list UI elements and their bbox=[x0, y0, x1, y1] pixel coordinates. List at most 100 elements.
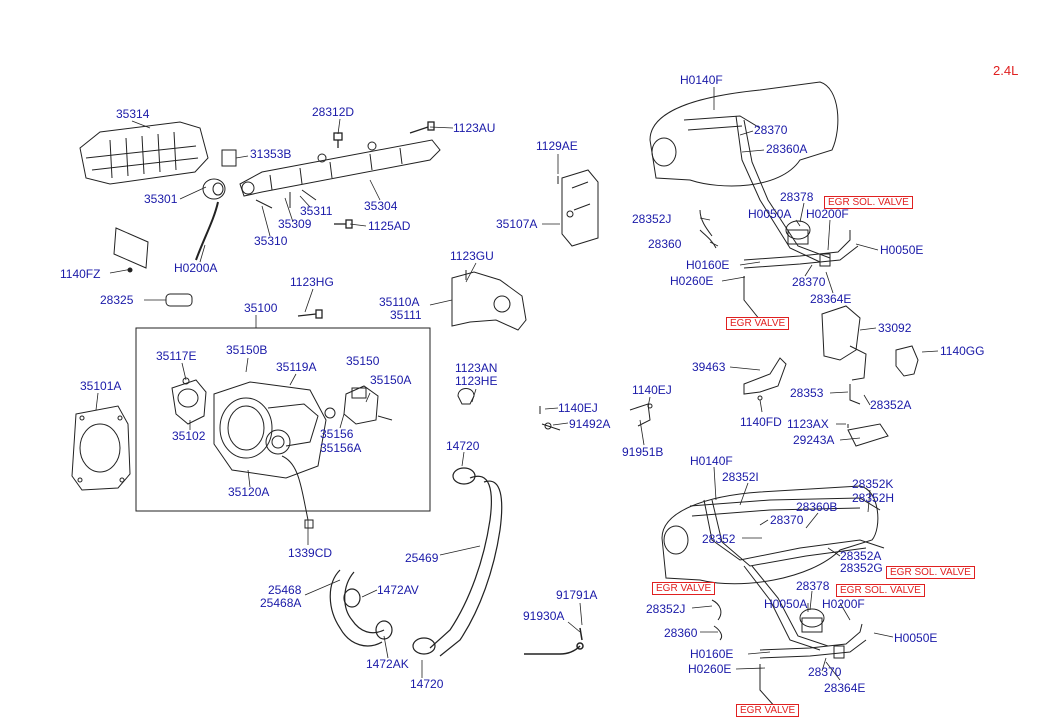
part-label-H0260E-top: H0260E bbox=[670, 274, 714, 288]
part-label-1125AD: 1125AD bbox=[368, 219, 411, 233]
engine-bottom bbox=[661, 485, 885, 651]
part-label-91791A: 91791A bbox=[556, 588, 598, 602]
part-label-H0200F-bottom: H0200F bbox=[822, 597, 865, 611]
part-label-28370-top-a: 28370 bbox=[754, 123, 788, 137]
part-label-91951B: 91951B bbox=[622, 445, 664, 459]
bracket-35107A bbox=[557, 169, 599, 247]
part-label-25469: 25469 bbox=[405, 551, 439, 565]
part-label-35119A: 35119A bbox=[276, 360, 317, 374]
part-label-1140FD: 1140FD bbox=[740, 415, 782, 429]
sensor-35102 bbox=[171, 377, 207, 425]
part-label-28352A-bottom: 28352A bbox=[840, 549, 882, 563]
idle-actuator bbox=[324, 385, 393, 425]
part-label-35150A: 35150A bbox=[370, 373, 412, 387]
part-label-28353: 28353 bbox=[790, 386, 824, 400]
part-label-H0140F-top: H0140F bbox=[680, 73, 723, 87]
part-label-28352J-bottom: 28352J bbox=[646, 602, 686, 616]
part-label-1129AE: 1129AE bbox=[536, 139, 578, 153]
egr-sol-valve-note-top: EGR SOL. VALVE bbox=[824, 196, 913, 209]
gasket-35101A bbox=[71, 405, 131, 491]
part-label-H0050A-top: H0050A bbox=[748, 207, 792, 221]
egr-valve-note-bottom-2: EGR VALVE bbox=[736, 704, 800, 717]
part-label-25468: 25468 bbox=[268, 583, 302, 597]
part-label-H0200F-top: H0200F bbox=[806, 207, 849, 221]
part-label-35301: 35301 bbox=[144, 192, 178, 206]
bracket-39463 bbox=[743, 357, 787, 401]
throttle-body bbox=[213, 381, 327, 521]
part-label-35156: 35156 bbox=[320, 427, 354, 441]
part-label-1123HE: 1123HE bbox=[455, 374, 498, 388]
part-label-H0050E-bottom: H0050E bbox=[894, 631, 938, 645]
part-label-1123HG: 1123HG bbox=[290, 275, 334, 289]
engine-code: 2.4L bbox=[993, 63, 1019, 78]
part-label-28370-top-b: 28370 bbox=[792, 275, 826, 289]
egr-assembly-top bbox=[743, 220, 859, 321]
bolts bbox=[297, 121, 435, 319]
part-label-1140EJ-right: 1140EJ bbox=[632, 383, 672, 397]
part-label-35309: 35309 bbox=[278, 217, 312, 231]
clip-1123AN bbox=[457, 388, 475, 405]
throttle-body-frame bbox=[135, 327, 431, 512]
bracket-29243A bbox=[847, 423, 889, 447]
part-label-35120A: 35120A bbox=[228, 485, 270, 499]
plate-1140FZ bbox=[113, 227, 149, 273]
part-label-14720-top: 14720 bbox=[446, 439, 480, 453]
part-label-1140EJ-left: 1140EJ bbox=[558, 401, 598, 415]
part-label-28352H: 28352H bbox=[852, 491, 895, 505]
hose-25469 bbox=[412, 467, 503, 657]
part-label-28312D: 28312D bbox=[312, 105, 355, 119]
part-label-29243A: 29243A bbox=[793, 433, 835, 447]
part-label-28352G: 28352G bbox=[840, 561, 883, 575]
part-label-28360-bottom: 28360 bbox=[664, 626, 698, 640]
part-label-28352K: 28352K bbox=[852, 477, 894, 491]
part-label-1123GU: 1123GU bbox=[450, 249, 494, 263]
part-label-35314: 35314 bbox=[116, 107, 150, 121]
part-label-28352I: 28352I bbox=[722, 470, 759, 484]
part-label-35311: 35311 bbox=[300, 204, 333, 218]
part-label-39463: 39463 bbox=[692, 360, 726, 374]
leader-lines bbox=[95, 87, 939, 681]
part-label-35102: 35102 bbox=[172, 429, 206, 443]
part-label-35150: 35150 bbox=[346, 354, 380, 368]
part-label-35107A: 35107A bbox=[496, 217, 538, 231]
part-label-33092: 33092 bbox=[878, 321, 912, 335]
part-label-28370-bottom-b: 28370 bbox=[808, 665, 842, 679]
part-label-1472AK: 1472AK bbox=[366, 657, 409, 671]
egr-sol-valve-note-bottom-1: EGR SOL. VALVE bbox=[886, 566, 975, 579]
part-label-35111: 35111 bbox=[390, 308, 422, 322]
part-label-28378-top: 28378 bbox=[780, 190, 814, 204]
air-duct-cover bbox=[79, 121, 209, 185]
part-label-H0260E-bottom: H0260E bbox=[688, 662, 732, 676]
sensor-1140GG bbox=[895, 345, 919, 377]
part-label-35156A: 35156A bbox=[320, 441, 362, 455]
part-label-91930A: 91930A bbox=[523, 609, 565, 623]
hose-25468 bbox=[329, 569, 393, 647]
part-label-H0140F-bottom: H0140F bbox=[690, 454, 733, 468]
part-label-28352J-top: 28352J bbox=[632, 212, 672, 226]
bracket-33092 bbox=[821, 305, 867, 405]
part-label-1123AX: 1123AX bbox=[787, 417, 829, 431]
plug-28325 bbox=[165, 293, 193, 307]
part-label-1123AN: 1123AN bbox=[455, 361, 498, 375]
part-label-35304: 35304 bbox=[364, 199, 398, 213]
wire-91930A bbox=[524, 627, 584, 655]
part-label-28360A: 28360A bbox=[766, 142, 808, 156]
sensor-parts bbox=[195, 149, 237, 261]
part-label-35110A: 35110A bbox=[379, 295, 420, 309]
part-label-35117E: 35117E bbox=[156, 349, 197, 363]
part-label-35310: 35310 bbox=[254, 234, 288, 248]
part-label-35101A: 35101A bbox=[80, 379, 122, 393]
bracket-35110A bbox=[451, 270, 527, 331]
part-label-28378-bottom: 28378 bbox=[796, 579, 830, 593]
part-label-28325: 28325 bbox=[100, 293, 134, 307]
egr-sol-valve-note-bottom-2: EGR SOL. VALVE bbox=[836, 584, 925, 597]
engine-top bbox=[649, 81, 839, 263]
part-label-28352: 28352 bbox=[702, 532, 736, 546]
part-label-H0160E-bottom: H0160E bbox=[690, 647, 734, 661]
egr-valve-note-top: EGR VALVE bbox=[726, 317, 790, 330]
part-label-28360-top: 28360 bbox=[648, 237, 682, 251]
part-label-1140GG: 1140GG bbox=[940, 344, 985, 358]
part-label-31353B: 31353B bbox=[250, 147, 292, 161]
